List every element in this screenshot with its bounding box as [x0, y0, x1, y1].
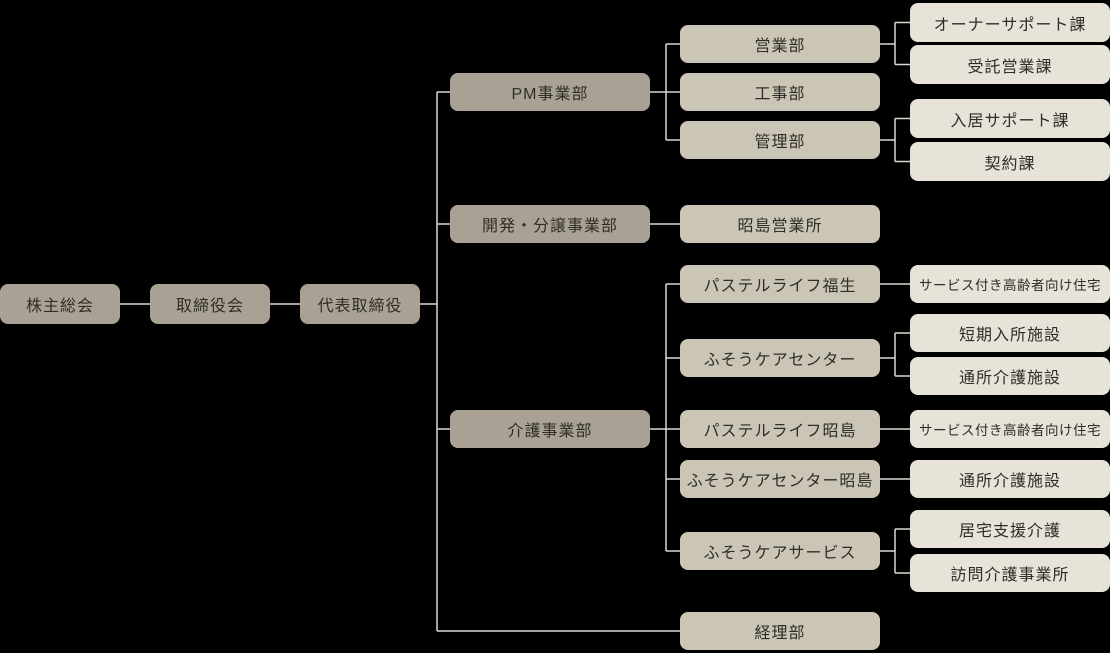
org-node-contract-section: 契約課	[910, 142, 1110, 181]
org-node-board-of-directors: 取締役会	[150, 284, 270, 324]
org-node-senior-housing-fussa: サービス付き高齢者向け住宅	[910, 265, 1110, 303]
org-node-development-sales-division: 開発・分譲事業部	[450, 205, 650, 243]
org-node-construction-dept: 工事部	[680, 73, 880, 111]
org-node-senior-housing-akishima: サービス付き高齢者向け住宅	[910, 410, 1110, 448]
org-node-pm-division: PM事業部	[450, 73, 650, 111]
org-node-day-care-akishima: 通所介護施設	[910, 460, 1110, 498]
org-node-home-visit-care-office: 訪問介護事業所	[910, 554, 1110, 592]
org-node-fuso-care-service: ふそうケアサービス	[680, 532, 880, 570]
org-node-short-stay-facility: 短期入所施設	[910, 314, 1110, 352]
org-node-accounting-dept: 経理部	[680, 612, 880, 650]
org-node-home-support-care: 居宅支援介護	[910, 510, 1110, 548]
org-node-representative-director: 代表取締役	[300, 284, 420, 324]
org-node-owner-support-section: オーナーサポート課	[910, 3, 1110, 42]
org-node-shareholders-meeting: 株主総会	[0, 284, 120, 324]
org-node-sales-dept: 営業部	[680, 25, 880, 63]
org-node-pastel-life-akishima: パステルライフ昭島	[680, 410, 880, 448]
org-node-care-division: 介護事業部	[450, 410, 650, 448]
org-node-fuso-care-center: ふそうケアセンター	[680, 339, 880, 377]
org-node-pastel-life-fussa: パステルライフ福生	[680, 265, 880, 303]
org-node-day-care-facility: 通所介護施設	[910, 357, 1110, 395]
org-node-move-in-support-section: 入居サポート課	[910, 99, 1110, 138]
org-node-management-dept: 管理部	[680, 121, 880, 159]
org-node-consignment-sales-section: 受託営業課	[910, 45, 1110, 84]
org-node-akishima-sales-office: 昭島営業所	[680, 205, 880, 243]
org-node-fuso-care-center-akishima: ふそうケアセンター昭島	[680, 460, 880, 498]
